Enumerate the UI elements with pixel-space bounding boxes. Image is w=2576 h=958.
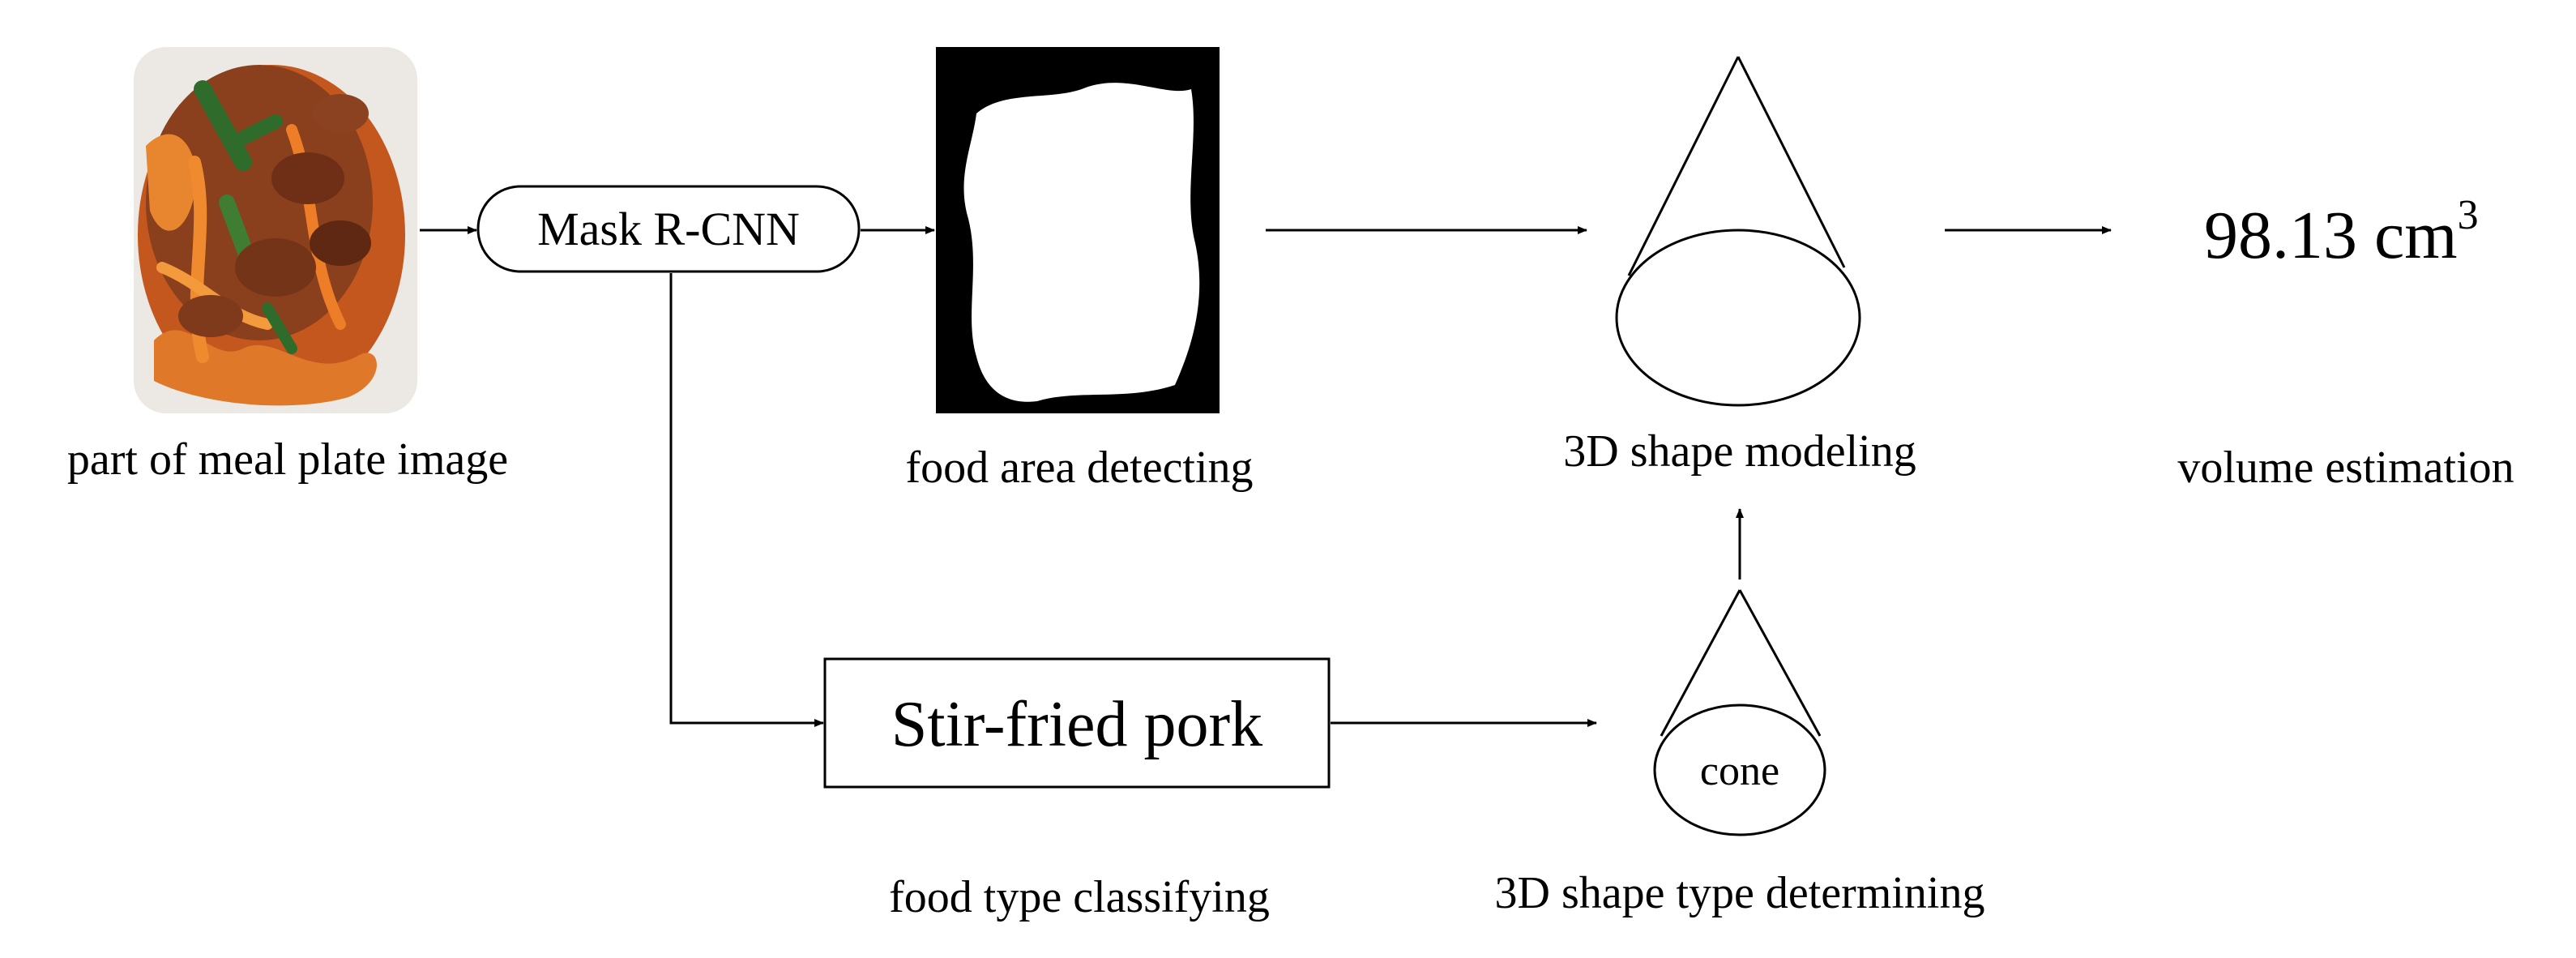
arrow-rcnn-to-class	[669, 273, 824, 727]
mask-rcnn-node	[476, 185, 861, 273]
food-area-mask-image	[936, 47, 1220, 413]
caption-shape-type: 3D shape type determining	[1495, 868, 1985, 918]
caption-shape-modeling: 3D shape modeling	[1563, 426, 1916, 477]
caption-volume: volume estimation	[2177, 443, 2514, 493]
food-class-label: Stir-fried pork	[891, 689, 1262, 760]
caption-food-area: food area detecting	[905, 443, 1253, 493]
arrows	[420, 226, 2112, 727]
volume-exponent: 3	[2458, 192, 2479, 238]
mask-rcnn-label: Mask R-CNN	[537, 203, 800, 255]
food-class-node	[823, 657, 1331, 789]
shape-type-label: cone	[1700, 748, 1779, 794]
meal-plate-image	[134, 47, 417, 413]
cone-3d-model	[1615, 56, 1861, 407]
cone-shape-type	[1653, 589, 1826, 836]
caption-food-type: food type classifying	[889, 872, 1270, 922]
caption-meal-image: part of meal plate image	[67, 434, 508, 485]
volume-value: 98.13 cm3	[2204, 192, 2479, 273]
